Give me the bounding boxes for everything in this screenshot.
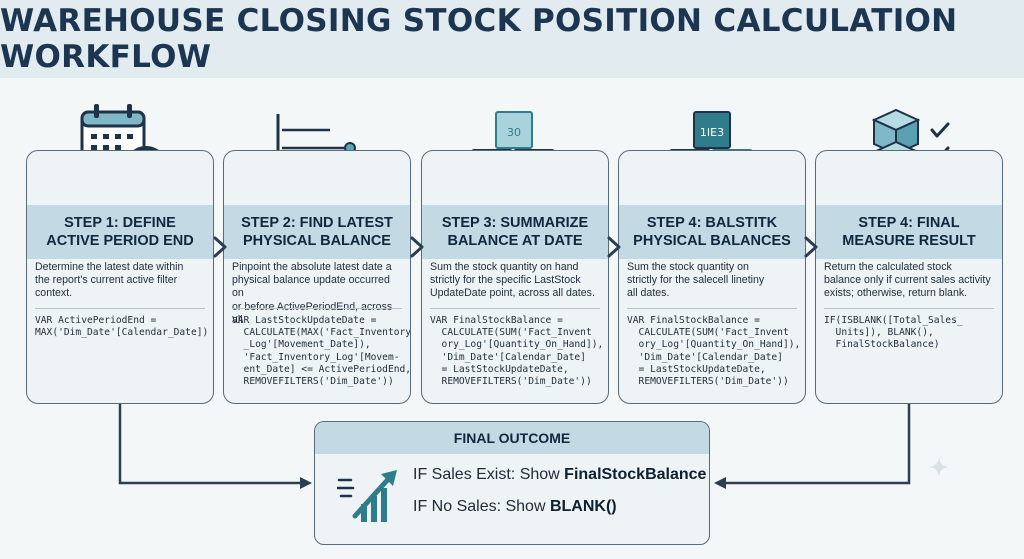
- step-heading-line: PHYSICAL BALANCE: [243, 233, 391, 249]
- desc-line: the report's current active filter: [35, 274, 178, 287]
- step-heading: STEP 4: BALSTITK PHYSICAL BALANCES: [619, 205, 805, 259]
- desc-line: Pinpoint the absolute latest date a: [232, 261, 392, 273]
- step-card-3: STEP 3: SUMMARIZE BALANCE AT DATE Sum th…: [421, 150, 609, 404]
- code-line: = LastStockUpdateDate,: [430, 363, 569, 375]
- box-label: 1IE3: [700, 126, 724, 139]
- step-heading-line: MEASURE RESULT: [842, 233, 976, 249]
- code-block: VAR LastStockUpdateDate = CALCULATE(MAX(…: [232, 315, 411, 388]
- desc-line: exists; otherwise, return blank.: [824, 287, 968, 300]
- code-line: MAX('Dim_Date'[Calendar_Date]): [35, 327, 209, 339]
- chevron-right-icon: [213, 236, 227, 258]
- box-label: 30: [507, 126, 521, 139]
- step-description: Pinpoint the absolute latest date a phys…: [232, 261, 404, 327]
- code-line: Units]), BLANK(),: [824, 327, 934, 339]
- final-outcome-panel: FINAL OUTCOME IF Sales Exist: Show Final…: [314, 421, 710, 545]
- divider: [35, 308, 205, 309]
- code-line: VAR LastStockUpdateDate =: [232, 315, 377, 326]
- outcome-line-no-sales: IF No Sales: Show BLANK(): [413, 498, 617, 516]
- desc-line: physical balance update occurred on: [232, 274, 390, 300]
- code-line: _Log'[Movement_Date]),: [232, 339, 371, 351]
- page-title: WAREHOUSE CLOSING STOCK POSITION CALCULA…: [0, 3, 958, 75]
- code-line: ent_Date] <= ActivePeriodEnd,: [232, 363, 411, 375]
- step-heading-line: STEP 1: DEFINE: [64, 215, 176, 231]
- desc-line: Sum the stock quantity on: [627, 261, 749, 273]
- step-description: Sum the stock quantity on hand strictly …: [430, 261, 602, 301]
- desc-line: strictly for the salecell linetiny: [627, 274, 765, 287]
- code-line: REMOVEFILTERS('Dim_Date')): [232, 376, 394, 388]
- divider: [824, 308, 994, 309]
- step-heading: STEP 2: FIND LATEST PHYSICAL BALANCE: [224, 205, 410, 259]
- step-card-1: STEP 1: DEFINE ACTIVE PERIOD END Determi…: [26, 150, 214, 404]
- code-line: VAR FinalStockBalance =: [627, 315, 760, 326]
- step-card-2: STEP 2: FIND LATEST PHYSICAL BALANCE Pin…: [223, 150, 411, 404]
- code-line: ory_Log'[Quantity_On_Hand]),: [430, 339, 604, 351]
- code-block: VAR FinalStockBalance = CALCULATE(SUM('F…: [627, 315, 801, 388]
- step-heading-line: BALANCE AT DATE: [447, 233, 583, 249]
- title-band: WAREHOUSE CLOSING STOCK POSITION CALCULA…: [0, 0, 1024, 78]
- step-card-4: STEP 4: BALSTITK PHYSICAL BALANCES Sum t…: [618, 150, 806, 404]
- code-line: CALCULATE(SUM('Fact_Invent: [627, 327, 789, 339]
- desc-line: Return the calculated stock: [824, 261, 952, 273]
- step-description: Return the calculated stock balance only…: [824, 261, 996, 301]
- chevron-right-icon: [607, 236, 621, 258]
- code-line: ory_Log'[Quantity_On_Hand]),: [627, 339, 801, 351]
- code-line: FinalStockBalance): [824, 339, 940, 351]
- outcome-heading: FINAL OUTCOME: [315, 422, 709, 454]
- desc-line: strictly for the specific LastStock: [430, 274, 581, 287]
- outcome-prefix: IF Sales Exist: Show: [413, 466, 565, 483]
- desc-line: Determine the latest date within: [35, 261, 184, 273]
- divider: [232, 308, 402, 309]
- outcome-line-sales: IF Sales Exist: Show FinalStockBalance: [413, 466, 706, 484]
- desc-line: or before ActivePeriodEnd, across all: [232, 300, 393, 326]
- step-heading-line: ACTIVE PERIOD END: [46, 233, 194, 249]
- step-description: Sum the stock quantity on strictly for t…: [627, 261, 799, 301]
- sparkle-icon: [929, 457, 949, 477]
- step-description: Determine the latest date within the rep…: [35, 261, 207, 301]
- code-line: REMOVEFILTERS('Dim_Date')): [627, 376, 789, 388]
- step-heading: STEP 4: FINAL MEASURE RESULT: [816, 205, 1002, 259]
- code-line: VAR ActivePeriodEnd =: [35, 315, 157, 326]
- step-heading-line: STEP 4: FINAL: [858, 215, 960, 231]
- code-line: 'Fact_Inventory_Log'[Movem-: [232, 351, 400, 363]
- desc-line: all dates.: [627, 287, 670, 300]
- step-heading-line: STEP 3: SUMMARIZE: [441, 215, 589, 231]
- code-line: CALCULATE(SUM('Fact_Invent: [430, 327, 592, 339]
- desc-line: Sum the stock quantity on hand: [430, 261, 579, 273]
- divider: [627, 308, 797, 309]
- code-line: = LastStockUpdateDate,: [627, 363, 766, 375]
- step-heading: STEP 1: DEFINE ACTIVE PERIOD END: [27, 205, 213, 259]
- chevron-right-icon: [804, 236, 818, 258]
- divider: [430, 308, 600, 309]
- outcome-value: FinalStockBalance: [564, 466, 707, 483]
- step-heading-line: STEP 4: BALSTITK: [646, 215, 778, 231]
- code-line: REMOVEFILTERS('Dim_Date')): [430, 376, 592, 388]
- code-block: VAR FinalStockBalance = CALCULATE(SUM('F…: [430, 315, 604, 388]
- code-line: 'Dim_Date'[Calendar_Date]: [430, 351, 586, 363]
- step-heading-line: PHYSICAL BALANCES: [633, 233, 791, 249]
- step-heading-line: STEP 2: FIND LATEST: [241, 215, 393, 231]
- desc-line: context.: [35, 287, 73, 300]
- trend-arrow-icon: [337, 470, 397, 522]
- code-line: 'Dim_Date'[Calendar_Date]: [627, 351, 783, 363]
- code-block: IF(ISBLANK([Total_Sales_ Units]), BLANK(…: [824, 315, 998, 352]
- step-card-5: STEP 4: FINAL MEASURE RESULT Return the …: [815, 150, 1003, 404]
- outcome-value: BLANK(): [549, 498, 617, 515]
- code-line: IF(ISBLANK([Total_Sales_: [824, 315, 963, 326]
- desc-line: UpdateDate point, across all dates.: [430, 287, 595, 300]
- chevron-right-icon: [410, 236, 424, 258]
- outcome-prefix: IF No Sales: Show: [413, 498, 550, 515]
- code-line: VAR FinalStockBalance =: [430, 315, 563, 326]
- code-line: CALCULATE(MAX('Fact_Inventory: [232, 327, 411, 339]
- step-heading: STEP 3: SUMMARIZE BALANCE AT DATE: [422, 205, 608, 259]
- desc-line: balance only if current sales activity: [824, 274, 991, 287]
- code-block: VAR ActivePeriodEnd =MAX('Dim_Date'[Cale…: [35, 315, 209, 339]
